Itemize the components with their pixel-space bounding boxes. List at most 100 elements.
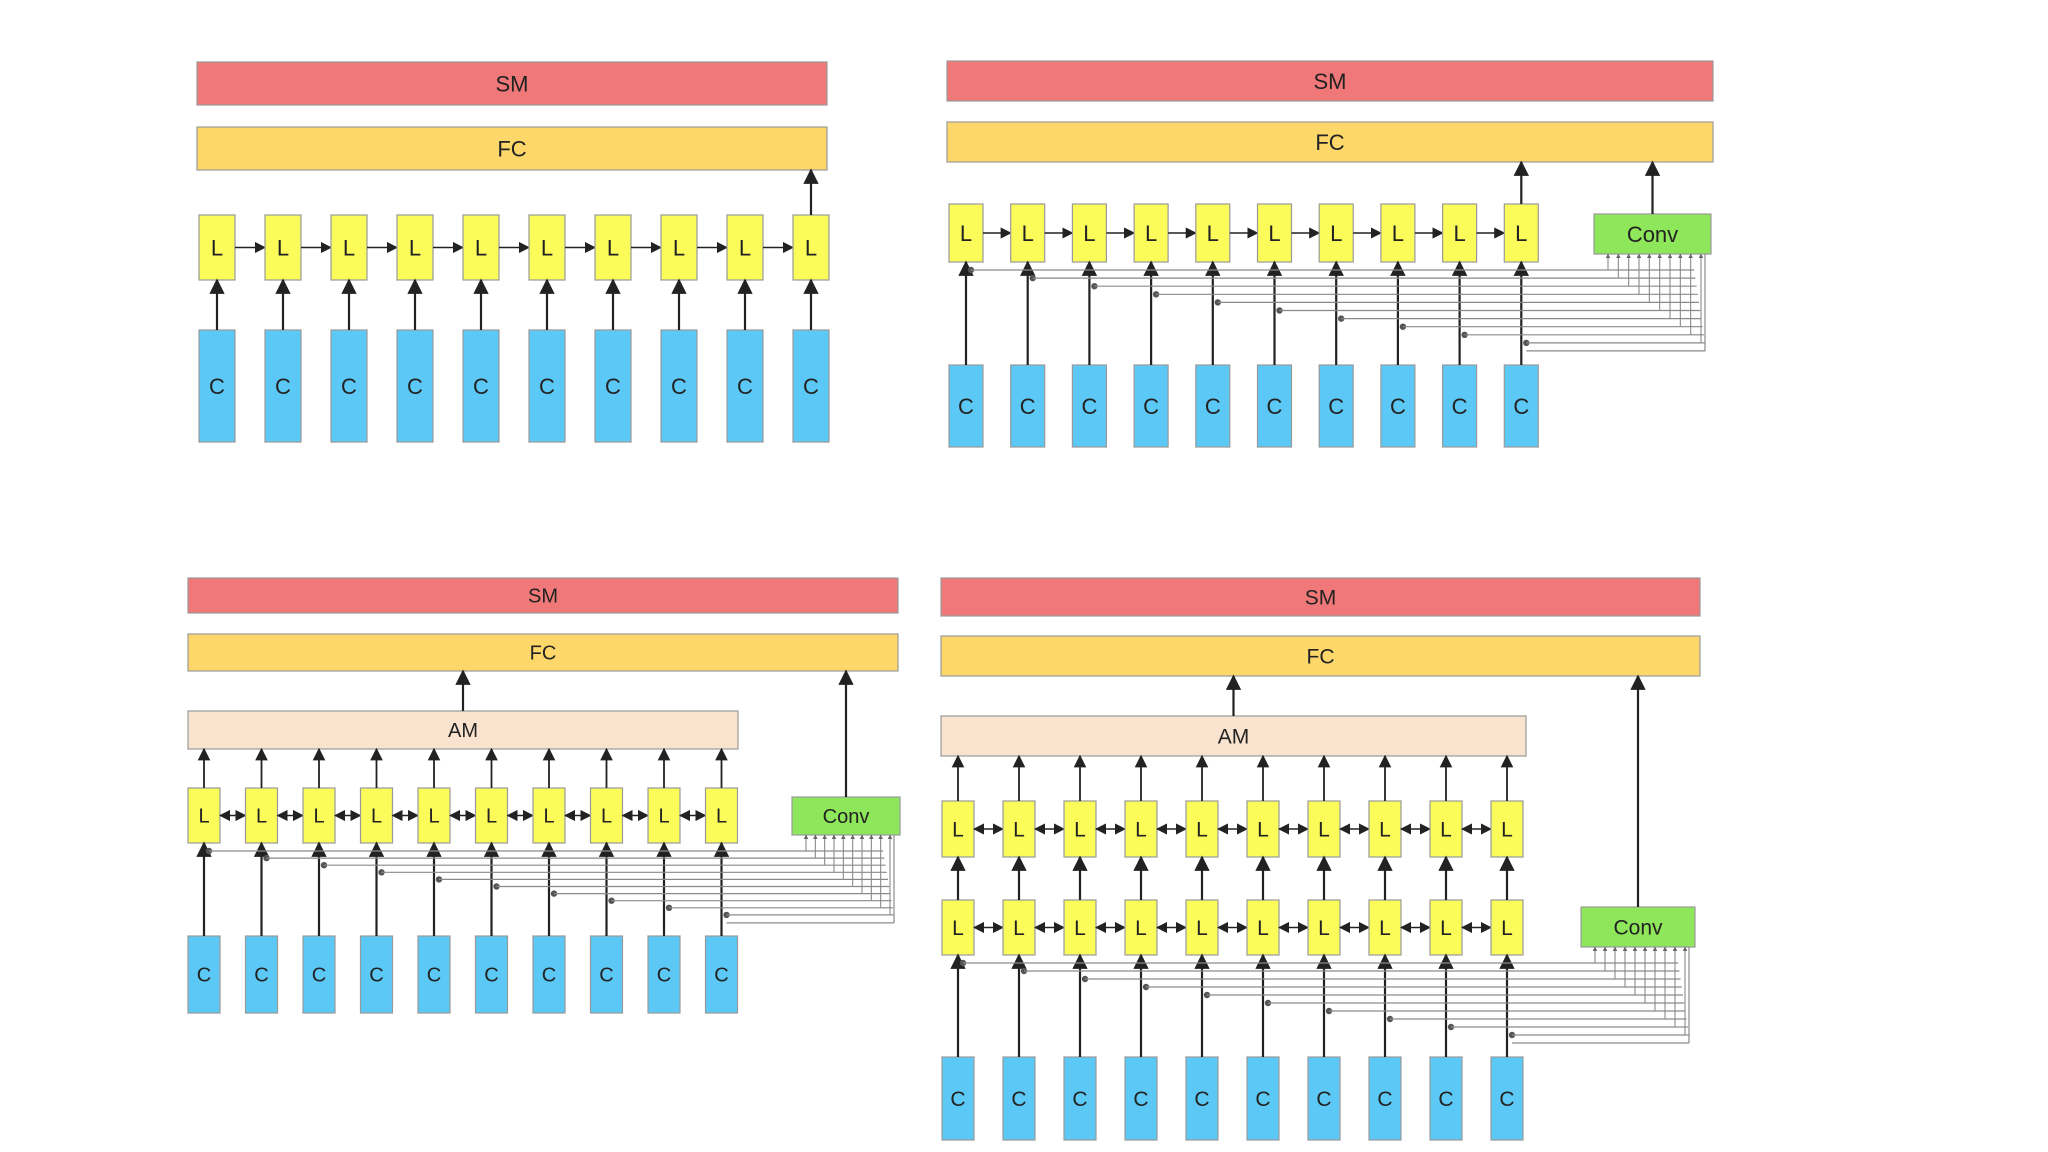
lstm-cell-1-2: L [244,787,279,844]
lstm-cell-1-8-label: L [1379,819,1391,842]
cnn-block-7: C [1318,364,1354,448]
cnn-block-7-label: C [605,374,621,399]
lstm-cell-1-5: L [1195,203,1231,263]
lstm-cell-1-2-label: L [1013,819,1025,842]
lstm-cell-1-1: L [187,787,221,844]
fully-connected-layer: FC [196,126,828,171]
cnn-block-4: C [1133,364,1169,448]
cnn-block-1-label: C [197,965,211,987]
cnn-block-2: C [244,935,279,1014]
lstm-cell-1-6: L [1256,203,1293,263]
cnn-block-5-label: C [1194,1088,1209,1111]
cnn-block-5-label: C [1205,394,1221,419]
lstm-cell-1-3: L [330,214,368,281]
attention-module: AM [187,710,739,750]
lstm-cell-1-8: L [589,787,624,844]
cnn-block-4-label: C [1143,394,1159,419]
fully-connected-layer: FC [946,121,1714,163]
lstm-cell-1-5: L [417,787,451,844]
lstm-cell-1-5-label: L [1207,221,1219,246]
cnn-block-1: C [948,364,984,448]
lstm-cell-2-1: L [941,899,975,956]
fully-connected-layer-label: FC [1307,646,1335,669]
lstm-cell-1-4: L [1133,203,1169,263]
cnn-block-6-label: C [539,374,555,399]
cnn-block-6: C [1246,1056,1280,1141]
lstm-cell-1-8: L [660,214,698,281]
lstm-cell-1-7-label: L [607,235,619,260]
cnn-block-4-label: C [1133,1088,1148,1111]
cnn-block-2-label: C [275,374,291,399]
fully-connected-layer-label: FC [497,136,526,161]
cnn-block-10: C [792,329,830,443]
cnn-block-6: C [474,935,509,1014]
lstm-cell-1-7: L [1318,203,1354,263]
cnn-block-4-label: C [369,965,383,987]
conv-block: Conv [1593,213,1712,255]
lstm-cell-1-10-label: L [716,806,727,828]
lstm-cell-1-2-label: L [256,806,267,828]
lstm-cell-1-10: L [1503,203,1539,263]
lstm-cell-1-6: L [1246,800,1280,858]
lstm-cell-2-4-label: L [1135,917,1147,940]
lstm-cell-1-6-label: L [486,806,497,828]
lstm-cell-2-10-label: L [1501,917,1513,940]
cnn-block-3-label: C [312,965,326,987]
lstm-cell-1-1: L [948,203,984,263]
lstm-cell-1-9-label: L [1440,819,1452,842]
lstm-cell-2-10: L [1490,899,1524,956]
cnn-block-2-label: C [254,965,268,987]
cnn-block-1: C [198,329,236,443]
lstm-cell-1-6-label: L [541,235,553,260]
cnn-block-4-label: C [407,374,423,399]
lstm-cell-1-2-label: L [1022,221,1034,246]
lstm-cell-2-7-label: L [1318,917,1330,940]
cnn-block-6: C [1256,364,1293,448]
lstm-cell-1-5: L [1185,800,1219,858]
cnn-block-4: C [359,935,394,1014]
lstm-cell-2-5-label: L [1196,917,1208,940]
attention-module-label: AM [1218,726,1250,749]
lstm-cell-1-7-label: L [1330,221,1342,246]
conv-block: Conv [791,796,901,836]
lstm-cell-2-1-label: L [952,917,964,940]
cnn-block-9: C [726,329,764,443]
cnn-block-10: C [1503,364,1539,448]
cnn-block-1: C [187,935,221,1014]
lstm-cell-1-7-label: L [543,806,554,828]
lstm-cell-1-5-label: L [1196,819,1208,842]
cnn-block-5-label: C [427,965,441,987]
softmax-layer-label: SM [1305,587,1337,610]
cnn-block-8-label: C [1390,394,1406,419]
lstm-cell-1-4: L [396,214,434,281]
lstm-cell-2-8-label: L [1379,917,1391,940]
cnn-block-5: C [417,935,451,1014]
lstm-cell-1-10-label: L [1515,221,1527,246]
cnn-block-2: C [1002,1056,1036,1141]
lstm-cell-1-1-label: L [952,819,964,842]
lstm-cell-1-7: L [1307,800,1341,858]
cnn-block-9-label: C [657,965,671,987]
cnn-block-8-label: C [599,965,613,987]
lstm-cell-1-9: L [726,214,764,281]
cnn-block-9-label: C [1438,1088,1453,1111]
conv-block-label: Conv [1627,222,1678,247]
cnn-block-10: C [704,935,739,1014]
cnn-block-3: C [1063,1056,1097,1141]
lstm-cell-1-3: L [1071,203,1108,263]
softmax-layer-label: SM [1314,69,1347,94]
cnn-block-10-label: C [1499,1088,1514,1111]
lstm-cell-1-4-label: L [371,806,382,828]
lstm-cell-2-2-label: L [1013,917,1025,940]
cnn-block-6: C [528,329,566,443]
lstm-cell-1-8: L [1368,800,1402,858]
cnn-block-7-label: C [1328,394,1344,419]
lstm-cell-1-7: L [594,214,632,281]
lstm-cell-1-3-label: L [313,806,324,828]
cnn-block-10-label: C [803,374,819,399]
